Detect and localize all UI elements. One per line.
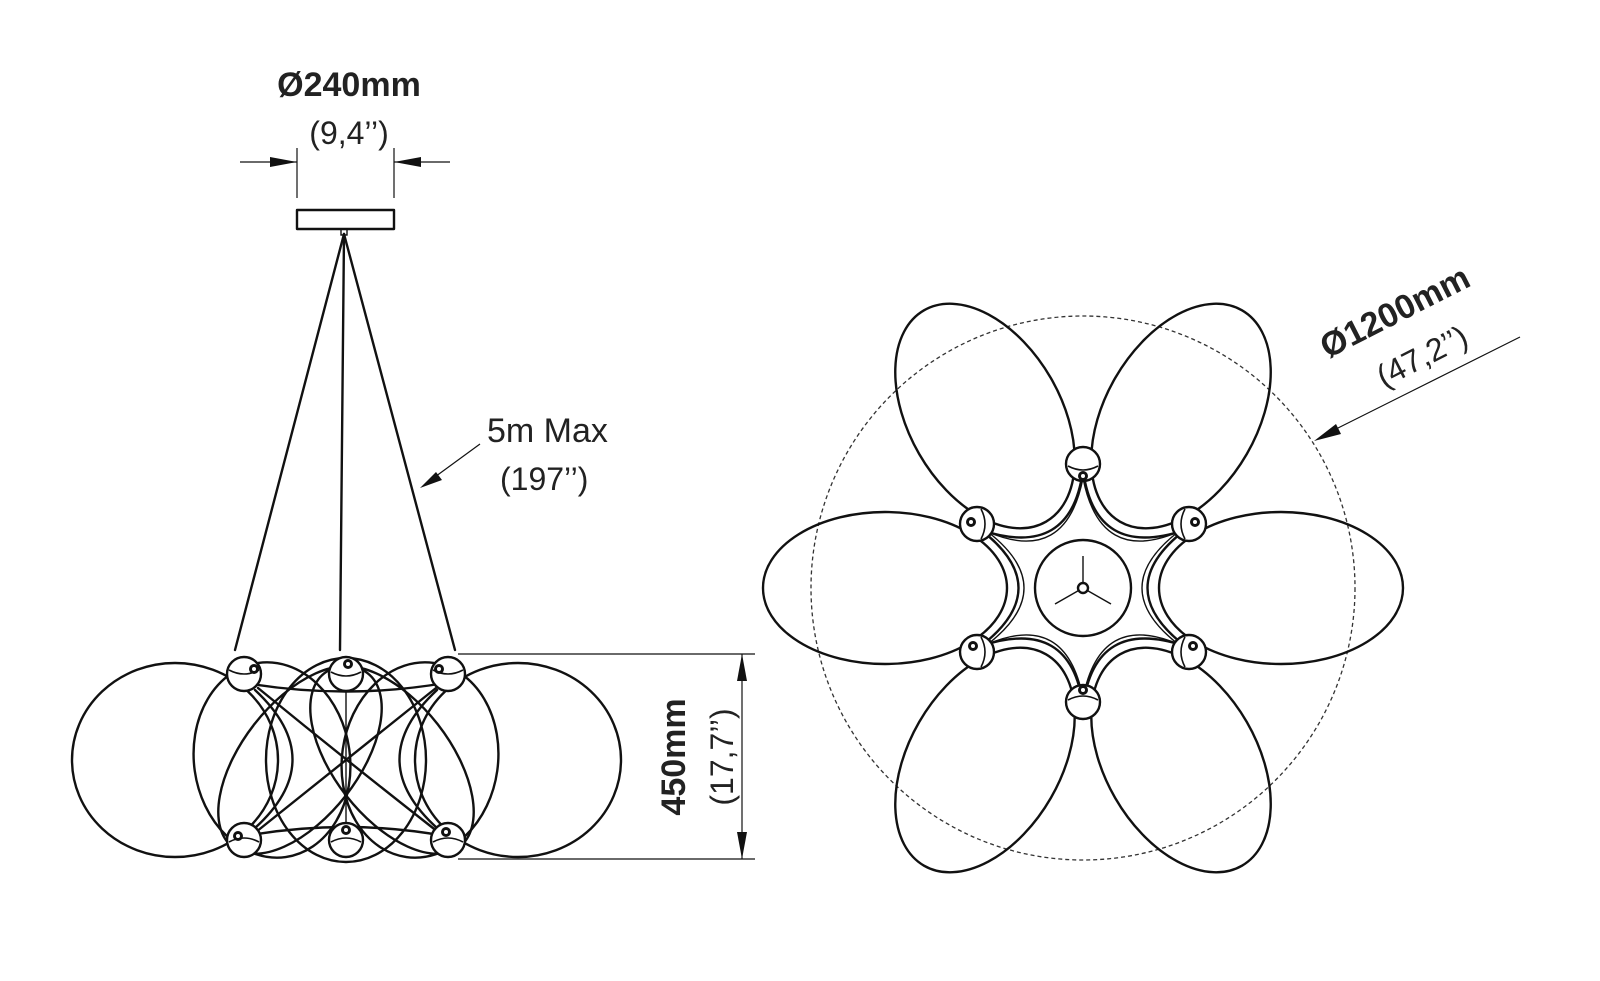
height-label: 450mm <box>655 698 693 815</box>
light-nodes-top <box>958 445 1208 721</box>
light-node <box>327 655 365 693</box>
suspension-cables <box>233 232 457 652</box>
overall-diameter-callout: Ø1200mm (47,2’’) <box>1314 258 1521 441</box>
light-node <box>327 821 365 859</box>
canopy-diameter-label: Ø240mm <box>277 66 421 104</box>
light-node <box>225 655 263 693</box>
light-node <box>958 633 996 671</box>
canopy-dimension: Ø240mm (9,4’’) <box>240 66 450 198</box>
light-node <box>1064 683 1102 721</box>
inner-frame-top <box>979 468 1187 708</box>
light-node <box>1170 505 1208 543</box>
cable-length-label: 5m Max <box>487 412 608 450</box>
light-nodes-side <box>225 655 467 859</box>
top-view: Ø1200mm (47,2’’) <box>761 258 1521 874</box>
canopy-plate <box>295 208 396 231</box>
cable-length-callout: 5m Max (197’’) <box>420 412 608 497</box>
canopy-diameter-imperial: (9,4’’) <box>309 115 388 151</box>
cable-length-imperial: (197’’) <box>500 461 588 497</box>
light-node <box>958 505 996 543</box>
petals-top <box>761 302 1405 874</box>
light-node <box>1064 445 1102 483</box>
side-view: Ø240mm (9,4’’) 5m Max (197’’) <box>70 66 755 864</box>
light-node <box>1170 633 1208 671</box>
overall-diameter-circle <box>810 315 1356 861</box>
height-imperial: (17,7’’) <box>704 708 740 805</box>
height-dimension: 450mm (17,7’’) <box>458 653 755 860</box>
light-node <box>429 655 467 693</box>
light-node <box>225 821 263 859</box>
light-node <box>429 821 467 859</box>
